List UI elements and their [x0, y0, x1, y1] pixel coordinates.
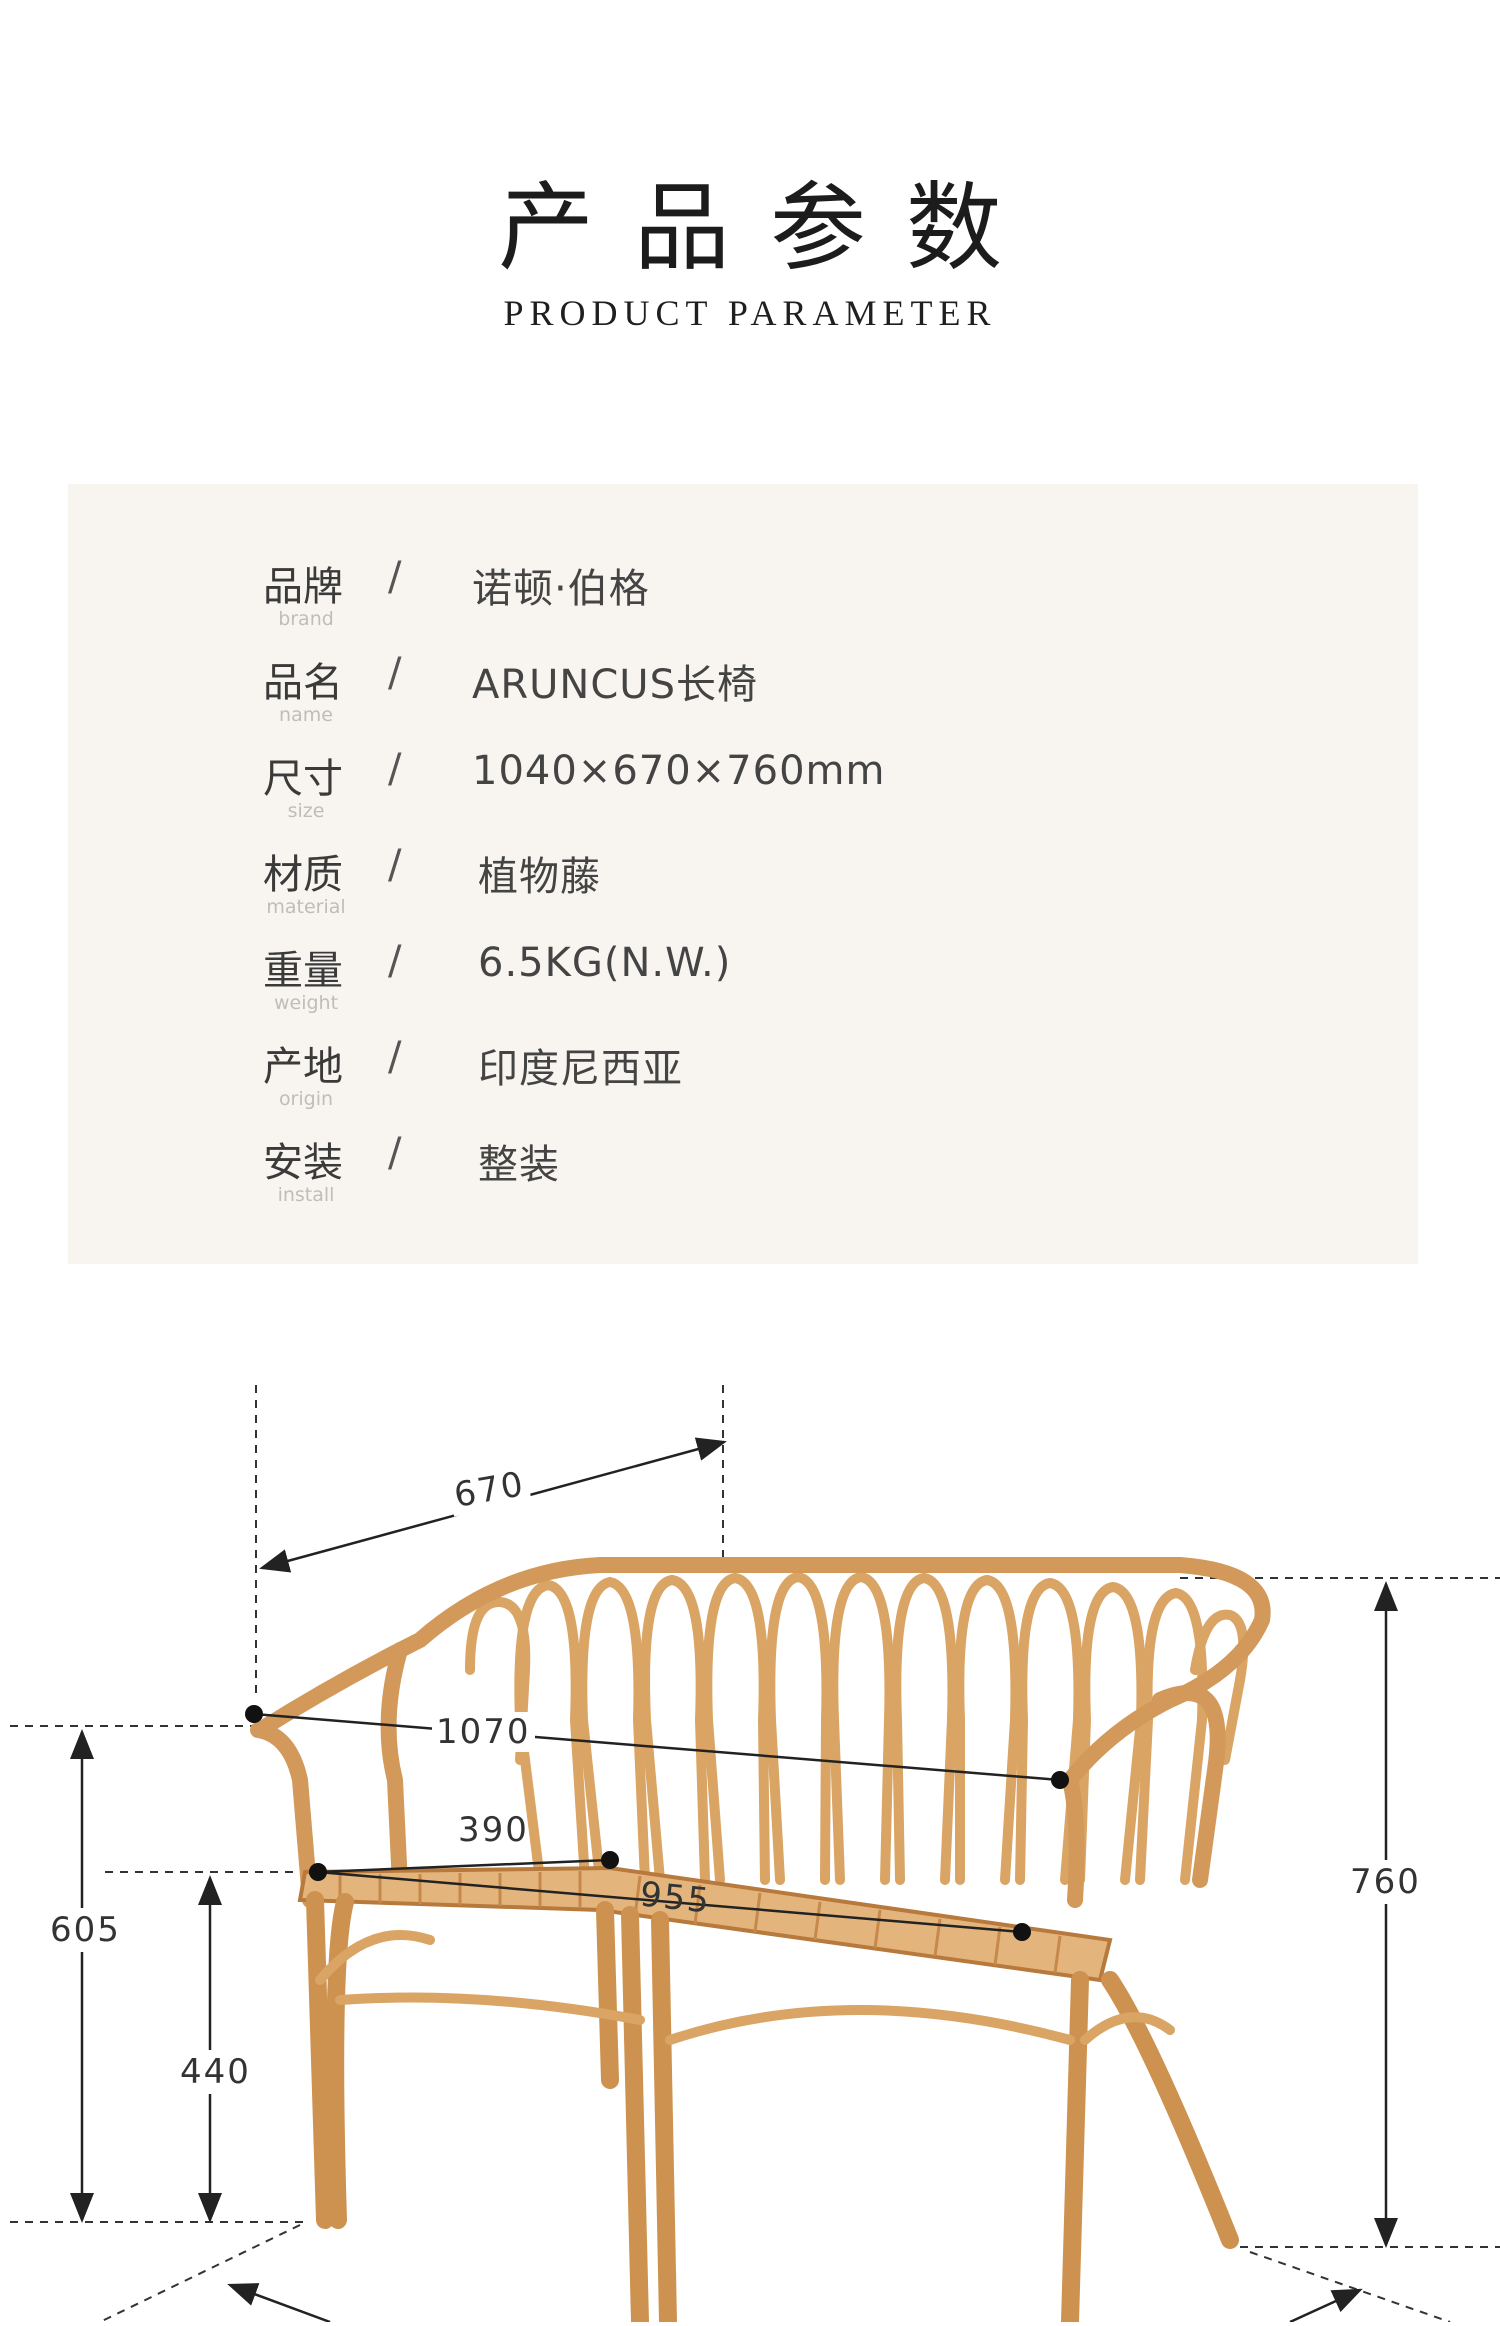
- param-row-install: 安装 install / 整装: [68, 1126, 1418, 1222]
- param-key: 品名: [263, 660, 343, 706]
- bench-illustration: [10, 1385, 1500, 2326]
- param-row-material: 材质 material / 植物藤: [68, 838, 1418, 934]
- bench-back-spindles: [465, 1571, 1249, 1885]
- param-slash: /: [388, 1034, 402, 1080]
- param-key: 安装: [263, 1140, 343, 1186]
- dim-seat-width: 955: [638, 1874, 713, 1922]
- dim-total-height: 760: [1350, 1860, 1421, 1904]
- param-slash: /: [388, 1130, 402, 1176]
- dim-arm-height: 605: [50, 1908, 121, 1952]
- param-row-brand: 品牌 brand / 诺顿·伯格: [68, 550, 1418, 646]
- param-value: 整装: [478, 1142, 560, 1188]
- param-row-weight: 重量 weight / 6.5KG(N.W.): [68, 934, 1418, 1030]
- param-slash: /: [388, 746, 402, 792]
- bottom-right-arrow: [1289, 2288, 1363, 2324]
- param-key: 品牌: [263, 564, 343, 610]
- param-row-size: 尺寸 size / 1040×670×760mm: [68, 742, 1418, 838]
- param-row-origin: 产地 origin / 印度尼西亚: [68, 1030, 1418, 1126]
- param-key-en: brand: [278, 608, 334, 630]
- param-slash: /: [388, 650, 402, 696]
- page-title-en: PRODUCT PARAMETER: [503, 293, 997, 333]
- param-key-en: name: [279, 704, 333, 726]
- parameter-panel: 品牌 brand / 诺顿·伯格 品名 name / ARUNCUS长椅 尺寸 …: [68, 484, 1418, 1264]
- param-key: 材质: [263, 852, 343, 898]
- param-key-en: weight: [273, 992, 339, 1014]
- measure-points: [245, 1705, 1069, 1941]
- page-title-cn: 产品参数: [498, 172, 1042, 284]
- param-value: 印度尼西亚: [478, 1046, 683, 1092]
- bottom-left-arrow: [227, 2283, 331, 2324]
- param-slash: /: [388, 842, 402, 888]
- param-key-en: size: [287, 800, 325, 822]
- guide-lines: [10, 1385, 1500, 2323]
- param-slash: /: [388, 554, 402, 600]
- param-key: 产地: [263, 1044, 343, 1090]
- param-value: 诺顿·伯格: [472, 566, 650, 612]
- measure-lines: [253, 1712, 1061, 1934]
- param-key-en: material: [266, 896, 346, 918]
- param-key: 尺寸: [263, 756, 343, 802]
- param-value: 6.5KG(N.W.): [478, 940, 732, 986]
- param-key-en: origin: [278, 1088, 334, 1110]
- param-row-name: 品名 name / ARUNCUS长椅: [68, 646, 1418, 742]
- bench-frame: [250, 1557, 1271, 1908]
- param-key-en: install: [277, 1184, 335, 1206]
- bench-legs: [306, 1891, 1239, 2326]
- bench-stretchers: [315, 1930, 1175, 2045]
- param-key: 重量: [263, 948, 343, 994]
- dimension-diagram: 670 1070 390 955 605 440 760: [0, 1340, 1500, 2326]
- dim-length: 1070: [432, 1712, 535, 1752]
- param-value: ARUNCUS长椅: [472, 662, 758, 708]
- param-value: 植物藤: [478, 854, 601, 900]
- dim-seat-depth: 390: [458, 1810, 529, 1850]
- dim-seat-height: 440: [180, 2050, 251, 2094]
- param-slash: /: [388, 938, 402, 984]
- param-value: 1040×670×760mm: [472, 748, 886, 794]
